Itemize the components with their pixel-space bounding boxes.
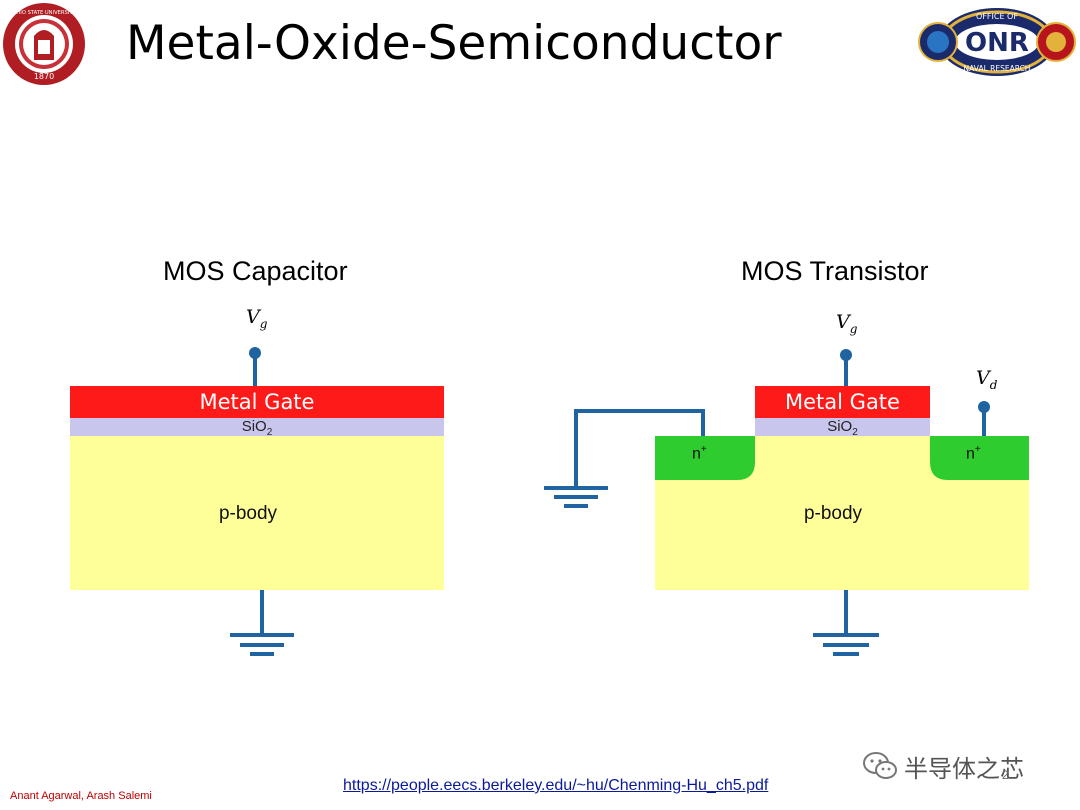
onr-logo-icon: OFFICE OF ONR NAVAL RESEARCH <box>918 8 1076 76</box>
reference-link[interactable]: https://people.eecs.berkeley.edu/~hu/Che… <box>343 777 769 794</box>
transistor-oxide-label: SiO2 <box>827 418 858 438</box>
transistor-source-ground-icon <box>544 486 608 508</box>
capacitor-oxide-label: SiO2 <box>241 418 273 438</box>
transistor-body-ground-icon <box>813 590 879 656</box>
capacitor-metal-gate <box>70 386 444 418</box>
capacitor-p-body <box>70 436 444 590</box>
transistor-metal-gate <box>755 386 930 418</box>
capacitor-body-label: p-body <box>218 503 278 524</box>
osu-name: OHIO STATE UNIVERSITY <box>12 10 76 16</box>
capacitor-vg-label: Vg <box>246 306 268 331</box>
watermark-text: 半导体之芯 <box>904 754 1024 783</box>
watermark: 半导体之芯 <box>862 748 1052 784</box>
onr-top-text: OFFICE OF <box>976 12 1018 21</box>
transistor-title: MOS Transistor <box>741 256 929 286</box>
mos-transistor-diagram <box>544 349 1029 656</box>
transistor-source-wire <box>574 409 705 488</box>
transistor-gate-terminal <box>840 349 852 361</box>
page-number: 2 <box>1002 768 1009 782</box>
transistor-vd-label: Vd <box>976 367 998 392</box>
page-title: Metal-Oxide-Semiconductor <box>126 16 782 71</box>
transistor-drain-label: n+ <box>966 444 981 463</box>
capacitor-gate-terminal <box>249 347 261 359</box>
transistor-oxide <box>755 418 930 436</box>
transistor-drain-region <box>930 436 1029 480</box>
transistor-source-region <box>655 436 755 480</box>
capacitor-ground-icon <box>230 590 294 656</box>
transistor-vg-label: Vg <box>836 311 858 336</box>
capacitor-title: MOS Capacitor <box>163 256 348 286</box>
onr-bottom-text: NAVAL RESEARCH <box>964 64 1031 73</box>
transistor-gate-label: Metal Gate <box>785 390 900 414</box>
capacitor-gate-label: Metal Gate <box>199 390 315 414</box>
osu-year: 1870 <box>34 72 54 81</box>
onr-center-text: ONR <box>965 28 1029 58</box>
transistor-body-label: p-body <box>803 503 863 524</box>
wechat-icon <box>863 752 897 779</box>
mos-capacitor-diagram <box>70 347 444 656</box>
ohio-state-seal-icon: 1870 OHIO STATE UNIVERSITY <box>3 3 85 85</box>
footer-authors: Anant Agarwal, Arash Salemi <box>10 790 152 802</box>
transistor-drain-terminal <box>978 401 990 413</box>
capacitor-oxide <box>70 418 444 436</box>
transistor-source-label: n+ <box>692 444 707 463</box>
